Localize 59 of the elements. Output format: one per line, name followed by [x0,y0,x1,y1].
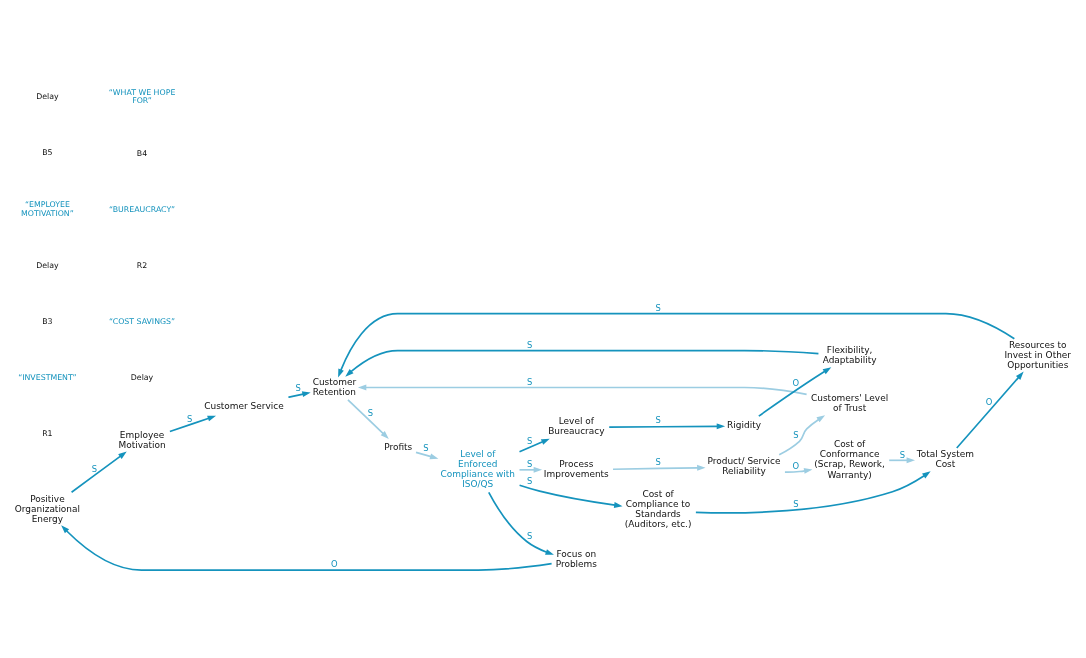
edge-label: S [526,476,533,487]
arrow [487,491,554,555]
arrow [518,466,543,473]
arrow [757,367,832,417]
edge-label: O [792,460,800,471]
node-text: Positive Organizational Energy [14,493,81,524]
node-text: Process Improvements [543,458,609,480]
arrow [357,384,808,396]
edge-label: O [792,377,800,388]
arrow [70,451,127,494]
arrow [61,525,553,571]
arrow [347,399,389,439]
node-text: Profits [384,441,413,452]
edge-label: S [793,430,799,441]
edge-label: S [526,376,533,387]
edge-label: S [793,498,799,509]
node-text: Customers' Level of Trust [811,393,889,414]
node-text: Level of Bureaucracy [548,416,605,437]
edge-label: S [899,449,906,460]
node-text: Cost of Compliance to Standards (Auditors, etc.) [624,489,692,530]
node-text: Total System Cost [916,449,974,470]
edge-label: S [526,436,533,447]
arrow [608,423,726,430]
edge-label: S [655,415,661,426]
node-text: Flexibility, Adaptability [822,345,877,366]
edge-label: O [331,559,338,570]
node-text: Customer Retention [312,376,357,397]
node-text: Level of Enforced Compliance with ISO/QS [440,448,516,490]
arrow [287,391,311,399]
edge-label: S [295,383,301,394]
node-text: Resources to Invest in Other Opportunities [1004,340,1072,371]
node-text: Product/ Service Reliability [707,456,781,477]
arrow [518,484,623,508]
arrow [612,464,706,471]
node-text: Employee Motivation [118,429,166,450]
arrow [955,371,1024,449]
arrow [345,349,820,377]
arrow [784,468,813,474]
edge-label: S [526,459,533,470]
edge-label: S [526,530,533,541]
arrow [338,312,1016,378]
node-text: Customer Service [204,400,284,411]
arrow [778,415,826,456]
edge-label: S [655,456,661,467]
edge-label: S [186,413,193,424]
node-text: Focus on Problems [555,548,597,569]
arrow [888,457,915,464]
node-text: Rigidity [727,420,761,431]
arrow [695,471,931,514]
node-text: Cost of Conformance (Scrap, Rework, Warranty) [814,439,885,480]
arrow [169,415,217,433]
edge-label: S [367,408,374,419]
edge-label: S [655,302,661,313]
edge-label: S [91,464,98,475]
arrow [415,451,439,460]
edge-label: S [526,339,533,350]
edge-label: O [985,397,993,408]
arrow [518,438,550,453]
edge-label: S [423,443,429,454]
